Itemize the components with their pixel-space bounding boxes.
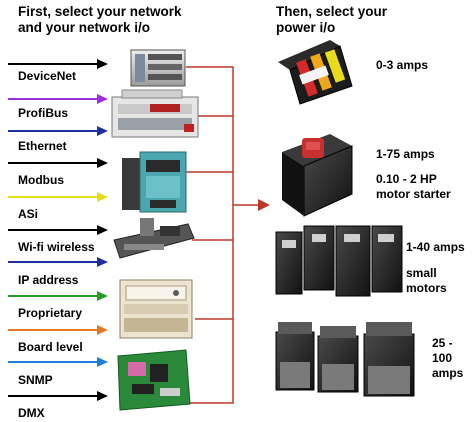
connector-arrowhead: [258, 199, 270, 211]
power-option-0-label: 0-3 amps: [376, 58, 429, 72]
wifi-wireless-device: [113, 218, 195, 259]
network-arrow-3: [8, 158, 108, 168]
network-option-7-label: Proprietary: [18, 306, 83, 320]
network-arrow-6: [8, 257, 108, 267]
network-arrow-10: [8, 391, 108, 401]
network-option-4-label: ASi: [18, 207, 39, 221]
proprietary-module: [119, 279, 193, 339]
network-option-1-label: ProfiBus: [18, 106, 69, 120]
network-arrow-1: [8, 94, 108, 104]
power-relays-1-40-amps: [275, 225, 403, 297]
power-heading: Then, select your power i/o: [276, 4, 388, 35]
network-option-5-label: Wi-fi wireless: [18, 240, 95, 254]
network-option-8-label: Board level: [18, 340, 83, 354]
power-option-4-label: small motors: [406, 266, 447, 295]
power-option-1-label: 1-75 amps: [376, 147, 435, 161]
network-arrow-4: [8, 192, 108, 202]
power-option-2-label: 0.10 - 2 HP motor starter: [376, 172, 451, 201]
modbus-module: [122, 151, 187, 213]
network-arrow-2: [8, 126, 108, 136]
network-arrow-0: [8, 59, 108, 69]
network-arrow-8: [8, 325, 108, 335]
power-relays-0-3-amps: [278, 40, 353, 105]
network-option-2-label: Ethernet: [18, 139, 67, 153]
network-option-10-label: DMX: [18, 406, 45, 420]
network-option-6-label: IP address: [18, 273, 79, 287]
devicenet-io-module: [130, 49, 186, 87]
power-option-3-label: 1-40 amps: [406, 240, 465, 254]
network-option-3-label: Modbus: [18, 173, 64, 187]
network-option-0-label: DeviceNet: [18, 69, 77, 83]
network-option-9-label: SNMP: [18, 373, 53, 387]
board-level-pcb: [117, 349, 191, 411]
connector-line-1: [186, 66, 234, 404]
network-arrow-7: [8, 291, 108, 301]
connector-lines: [186, 66, 270, 404]
network-arrows: [8, 59, 108, 401]
network-arrow-9: [8, 357, 108, 367]
power-option-5-label: 25 - 100 amps: [432, 336, 464, 380]
network-arrow-5: [8, 225, 108, 235]
network-heading: First, select your network and your netw…: [18, 4, 182, 35]
power-relays-25-100-amps: [275, 322, 415, 397]
power-relay-1-75-amps: [282, 134, 353, 217]
profibus-module: [111, 89, 199, 138]
